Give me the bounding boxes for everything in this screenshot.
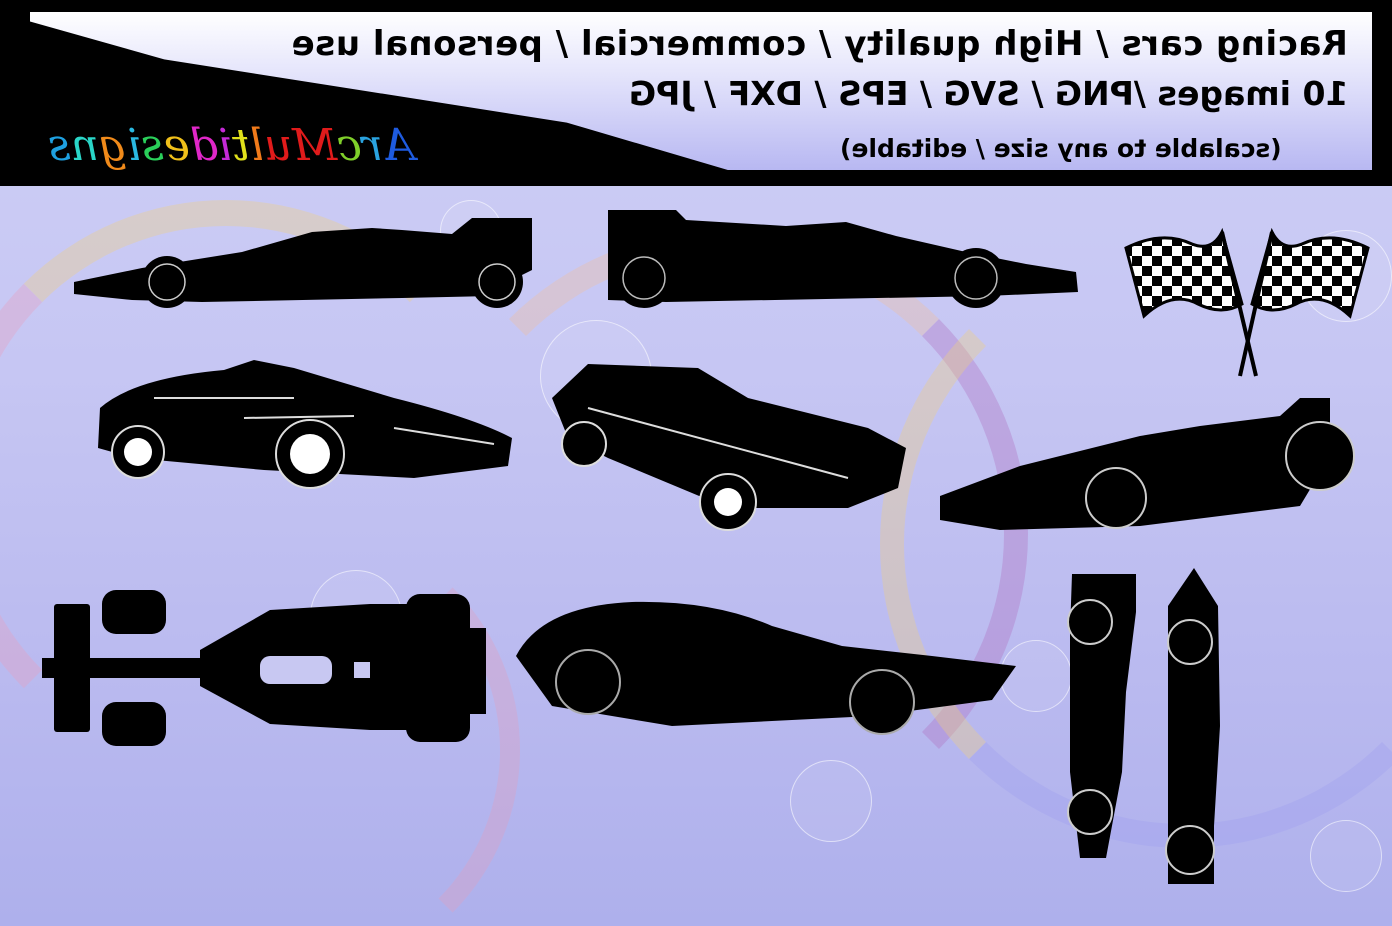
checkered-flag-icon [1124, 227, 1370, 377]
formula-car-vertical-2 [1164, 566, 1224, 888]
formula-car-side-left [72, 210, 534, 310]
muscle-car [548, 358, 910, 532]
formula-car-side-center [606, 206, 1080, 310]
f1-car-top-silhouette-icon [42, 590, 486, 746]
bubble-decoration [790, 760, 872, 842]
checkered-flags [1122, 226, 1372, 381]
f1-car-silhouette-icon [940, 398, 1355, 530]
f1-car-silhouette-icon [74, 218, 532, 308]
f1-car-silhouette-icon [1067, 574, 1136, 858]
bubble-decoration [1000, 640, 1072, 712]
f1-car-silhouette-icon [608, 210, 1078, 308]
header-banner: Racing cars / High quality / commercial … [0, 0, 1392, 186]
brand-logo: ArcMultidesigns [48, 120, 415, 171]
title-line-1: Racing cars / High quality / commercial … [291, 24, 1348, 64]
formula-car-top-view [40, 584, 486, 752]
title-line-2: 10 images /PNG / SVG / EPS / DXF / JPG [628, 74, 1348, 113]
formula-car-perspective [940, 396, 1392, 536]
vintage-racer-silhouette-icon [516, 601, 1016, 735]
title-line-3: (scalable to any size / editable) [840, 134, 1282, 163]
vintage-racer [512, 596, 1018, 736]
formula-car-vertical-1 [1066, 572, 1146, 862]
muscle-car-silhouette-icon [552, 364, 906, 531]
f1-car-silhouette-icon [1165, 568, 1220, 884]
supercar-convertible [94, 358, 516, 492]
supercar-silhouette-icon [98, 360, 512, 489]
bubble-decoration [1310, 820, 1382, 892]
